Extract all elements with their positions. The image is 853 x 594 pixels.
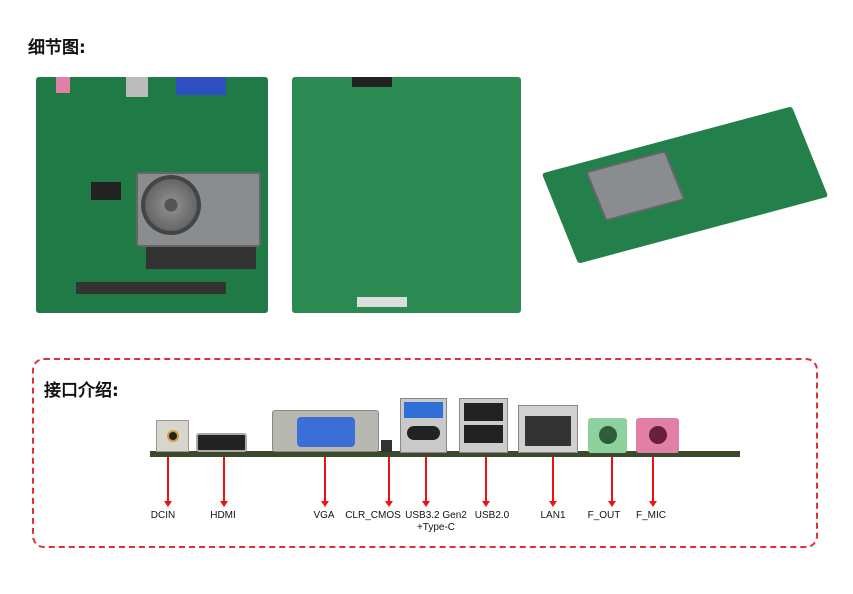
vga-connector xyxy=(272,410,379,452)
audio-out-jack xyxy=(588,418,627,453)
interfaces-panel xyxy=(32,358,818,548)
arrow-hdmi xyxy=(220,457,228,507)
label-usb3-line1: USB3.2 Gen2 xyxy=(405,510,467,521)
label-f-mic: F_MIC xyxy=(636,510,666,521)
details-title: 细节图: xyxy=(28,38,86,58)
board-angle-view xyxy=(541,106,829,264)
arrow-usb2 xyxy=(482,457,490,507)
label-hdmi: HDMI xyxy=(210,510,236,521)
header-row xyxy=(76,282,226,294)
board-top-view xyxy=(36,77,268,313)
arrow-clr-cmos xyxy=(385,457,393,507)
arrow-usb3 xyxy=(422,457,430,507)
m2-slot xyxy=(91,182,121,200)
vga-port xyxy=(176,77,226,95)
mic-jack xyxy=(56,77,70,93)
board-bottom-view xyxy=(292,77,521,313)
interfaces-title: 接口介绍: xyxy=(44,381,119,401)
label-lan: LAN1 xyxy=(540,510,566,521)
arrow-dcin xyxy=(164,457,172,507)
usb2-connector xyxy=(459,398,508,453)
label-sticker xyxy=(357,297,407,307)
label-dcin: DCIN xyxy=(150,510,176,521)
sodimm-slot xyxy=(146,247,256,269)
fan-icon xyxy=(141,175,201,235)
arrow-vga xyxy=(321,457,329,507)
mic-jack xyxy=(636,418,679,453)
usb-port xyxy=(126,77,148,97)
heatsink xyxy=(585,150,686,222)
clr-cmos-button xyxy=(381,440,392,452)
label-vga: VGA xyxy=(313,510,335,521)
lan-connector xyxy=(518,405,578,453)
arrow-f-out xyxy=(608,457,616,507)
dcin-connector xyxy=(156,420,189,452)
arrow-f-mic xyxy=(649,457,657,507)
label-usb3-line2: +Type-C xyxy=(416,522,456,533)
hdmi-connector xyxy=(196,433,247,452)
label-f-out: F_OUT xyxy=(587,510,621,521)
io-board-edge xyxy=(150,451,740,457)
arrow-lan xyxy=(549,457,557,507)
label-clr-cmos: CLR_CMOS xyxy=(345,510,401,521)
label-usb2: USB2.0 xyxy=(474,510,510,521)
vga-port xyxy=(352,77,392,87)
usb3-typec-connector xyxy=(400,398,447,453)
label-usb3: USB3.2 Gen2+Type-C xyxy=(405,510,467,534)
